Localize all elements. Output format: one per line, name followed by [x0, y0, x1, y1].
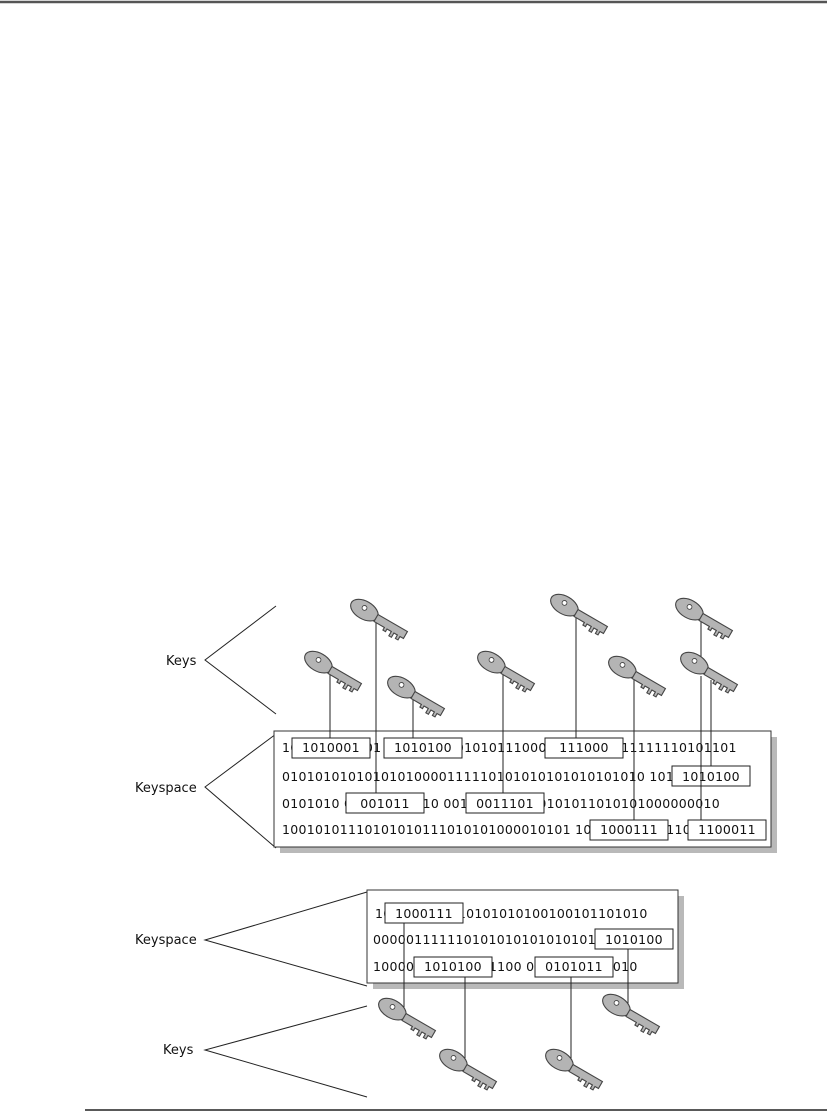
key-icon	[472, 646, 538, 696]
svg-text:1010001: 1010001	[302, 740, 360, 755]
keyspace-row: 0101010101010101000011111010101010101010…	[282, 769, 707, 784]
key-icon	[670, 593, 736, 643]
keyspace-brace	[203, 891, 368, 987]
svg-text:1000111: 1000111	[600, 822, 658, 837]
key-icon	[597, 989, 663, 1039]
svg-text:1010100: 1010100	[605, 932, 663, 947]
key-box: 0101011	[534, 956, 614, 978]
keyspace-label: Keyspace	[135, 933, 197, 948]
key-icon	[545, 589, 611, 639]
key-box: 0011101	[465, 792, 545, 814]
key-box: 1000111	[589, 819, 669, 841]
svg-text:1100011: 1100011	[698, 822, 756, 837]
key-box: 1100011	[687, 819, 767, 841]
key-box: 001011	[345, 792, 425, 814]
diagram-two: Keyspace Keys 10 1000111 101010101001001…	[135, 889, 684, 1098]
key-box: 1010100	[671, 765, 751, 787]
svg-text:0011101: 0011101	[476, 796, 534, 811]
key-box: 1010100	[594, 928, 674, 950]
key-box: 1010100	[413, 956, 493, 978]
key-icon	[540, 1044, 606, 1094]
svg-text:1000111: 1000111	[395, 906, 453, 921]
key-box: 1010001	[291, 737, 371, 759]
key-icon	[434, 1044, 500, 1094]
keys-label: Keys	[163, 1043, 194, 1058]
svg-text:0101011: 0101011	[545, 959, 603, 974]
keys-brace	[204, 605, 277, 715]
key-icon	[382, 671, 448, 721]
key-box: 111000	[544, 737, 624, 759]
key-icon	[345, 594, 411, 644]
key-icon	[603, 651, 669, 701]
keyspace-label: Keyspace	[135, 781, 197, 796]
keyspace-row: 000001111110101010101010101 1010100	[373, 932, 658, 947]
svg-text:1010100: 1010100	[394, 740, 452, 755]
key-box: 1010100	[383, 737, 463, 759]
svg-text:111000: 111000	[559, 740, 609, 755]
keys-brace	[203, 1005, 368, 1098]
svg-text:1010100: 1010100	[424, 959, 482, 974]
key-box: 1000111	[384, 902, 464, 924]
keyspace-brace	[204, 733, 277, 849]
keys-label: Keys	[166, 654, 197, 669]
svg-text:1010100: 1010100	[682, 769, 740, 784]
key-icon	[373, 993, 439, 1043]
diagram-one: Keys Keyspace 10 1010001 01 1010100 1010…	[135, 589, 777, 853]
key-icon	[675, 647, 741, 697]
svg-text:001011: 001011	[360, 796, 410, 811]
key-icon	[299, 646, 365, 696]
